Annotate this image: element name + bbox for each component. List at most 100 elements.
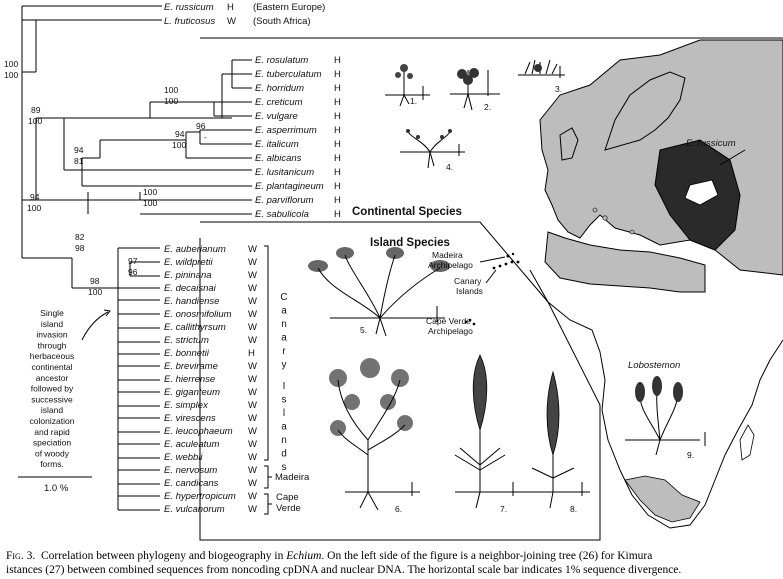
capeverde-group-label-1: Cape xyxy=(276,492,299,503)
island-region-border xyxy=(199,238,601,541)
bootstrap-bottom: 100 xyxy=(88,287,102,297)
scandinavia xyxy=(604,71,686,151)
taxon-label: E. onosmifolium xyxy=(164,309,232,320)
island-taxa: E. auberianum W E. wildpretii W E. pinin… xyxy=(164,244,257,515)
habit-label: W xyxy=(248,374,257,385)
habit-label: H xyxy=(334,195,341,206)
caption-line-2: istances (27) between combined sequences… xyxy=(6,564,682,576)
habit-label: H xyxy=(334,55,341,66)
scale-bar-label: 1.0 % xyxy=(44,483,69,494)
med-island xyxy=(592,207,598,213)
taxon-label: E. rosulatum xyxy=(255,55,308,66)
lobostemon-label: Lobostemon xyxy=(628,360,680,371)
russicum-map-label: E. russicum xyxy=(686,138,736,149)
continental-species-label: Continental Species xyxy=(352,206,462,218)
plant-number-9: 9. xyxy=(687,450,694,460)
habit-label: W xyxy=(248,439,257,450)
bootstrap-bottom: 100 xyxy=(143,198,157,208)
taxon-label: E. decaisnai xyxy=(164,283,217,294)
black-sea xyxy=(684,179,719,206)
taxon-label: E. vulgare xyxy=(255,111,298,122)
habit-label: W xyxy=(248,322,257,333)
bootstrap-top: 82 xyxy=(75,232,85,242)
habit-label: W xyxy=(248,413,257,424)
island-species-label: Island Species xyxy=(370,237,450,249)
taxon-label: E. vulcanorum xyxy=(164,504,225,515)
habit-label: H xyxy=(334,139,341,150)
taxon-label: E. tuberculatum xyxy=(255,69,322,80)
madagascar xyxy=(739,424,755,461)
annotation-line: island xyxy=(41,405,63,415)
annotation-line: successive xyxy=(31,394,73,404)
arrow-head xyxy=(103,309,111,317)
bootstrap-top: 94 xyxy=(175,129,185,139)
plant-6-sketch xyxy=(329,358,420,511)
taxon-label: E. leucophaeum xyxy=(164,426,233,437)
annotation-line: through xyxy=(38,340,67,350)
plant-sketches: 1. 2. 3. 4. 5. 6. 7. 8. 9. xyxy=(308,59,706,514)
canary-map-label-1: Canary xyxy=(454,276,482,286)
madeira-archipelago-dots xyxy=(506,252,515,258)
plant-1-sketch xyxy=(385,64,430,107)
annotation-line: forms. xyxy=(40,459,64,469)
taxon-label: E. albicans xyxy=(255,153,302,164)
canary-letter: r xyxy=(282,346,286,357)
habit-label: H xyxy=(334,83,341,94)
taxon-label: E. wildpretii xyxy=(164,257,213,268)
plant-number-4: 4. xyxy=(446,162,453,172)
madeira-map-label-1: Madeira xyxy=(432,250,463,260)
taxon-label: E. handiense xyxy=(164,296,219,307)
bootstrap-top: 89 xyxy=(31,105,41,115)
caption-line-1: Fig. 3. Correlation between phylogeny an… xyxy=(6,549,782,563)
taxon-label: E. giganteum xyxy=(164,387,220,398)
capeverde-map-label-2: Archipelago xyxy=(428,326,473,336)
taxon-label: E. italicum xyxy=(255,139,299,150)
habit-label: W xyxy=(227,16,236,27)
bootstrap-bottom: 96 xyxy=(128,267,138,277)
canary-letter: s xyxy=(282,395,287,406)
habit-label: W xyxy=(248,426,257,437)
madeira-pointer xyxy=(479,256,506,263)
plant-4-sketch xyxy=(400,129,465,169)
bootstrap-bottom: 81 xyxy=(74,156,84,166)
capeverde-group-label-2: Verde xyxy=(276,503,301,514)
canary-letter: n xyxy=(281,435,287,446)
bootstrap-top: 94 xyxy=(74,145,84,155)
bootstrap-bottom: - xyxy=(204,132,207,142)
habit-label: H xyxy=(227,2,234,13)
bootstrap-bottom: 98 xyxy=(75,243,85,253)
med-island xyxy=(629,229,635,235)
madeira-map-label-2: Archipelago xyxy=(428,260,473,270)
cape-verde-dots xyxy=(464,318,476,326)
habit-label: H xyxy=(334,153,341,164)
annotation-arrow xyxy=(81,311,109,341)
bootstrap-bottom: 100 xyxy=(164,96,178,106)
bootstrap-top: 96 xyxy=(196,121,206,131)
figure-number: Fig. 3. xyxy=(6,550,36,562)
taxon-label: E. brevirame xyxy=(164,361,218,372)
canary-letter: n xyxy=(281,319,287,330)
canary-map-label-2: Islands xyxy=(456,286,483,296)
bootstrap-top: 100 xyxy=(164,85,178,95)
region-label: (South Africa) xyxy=(253,16,311,27)
bootstrap-top: 100 xyxy=(143,187,157,197)
canary-islands-dots xyxy=(492,260,520,270)
taxon-label: E. hierrense xyxy=(164,374,215,385)
canary-bracket xyxy=(264,245,269,461)
caption-genus: Echium xyxy=(286,550,322,562)
madeira-group-label: Madeira xyxy=(275,472,310,483)
habit-label: W xyxy=(248,283,257,294)
bootstrap-top: 97 xyxy=(128,256,138,266)
caption-text: Correlation between phylogeny and biogeo… xyxy=(40,550,287,562)
taxon-label: E. russicum xyxy=(164,2,214,13)
annotation-line: speciation xyxy=(33,438,72,448)
habit-label: W xyxy=(248,400,257,411)
habit-label: W xyxy=(248,361,257,372)
habit-label: W xyxy=(248,491,257,502)
habit-label: W xyxy=(248,504,257,515)
plant-number-8: 8. xyxy=(570,504,577,514)
plant-number-7: 7. xyxy=(500,504,507,514)
plant-9-sketch xyxy=(625,376,706,456)
